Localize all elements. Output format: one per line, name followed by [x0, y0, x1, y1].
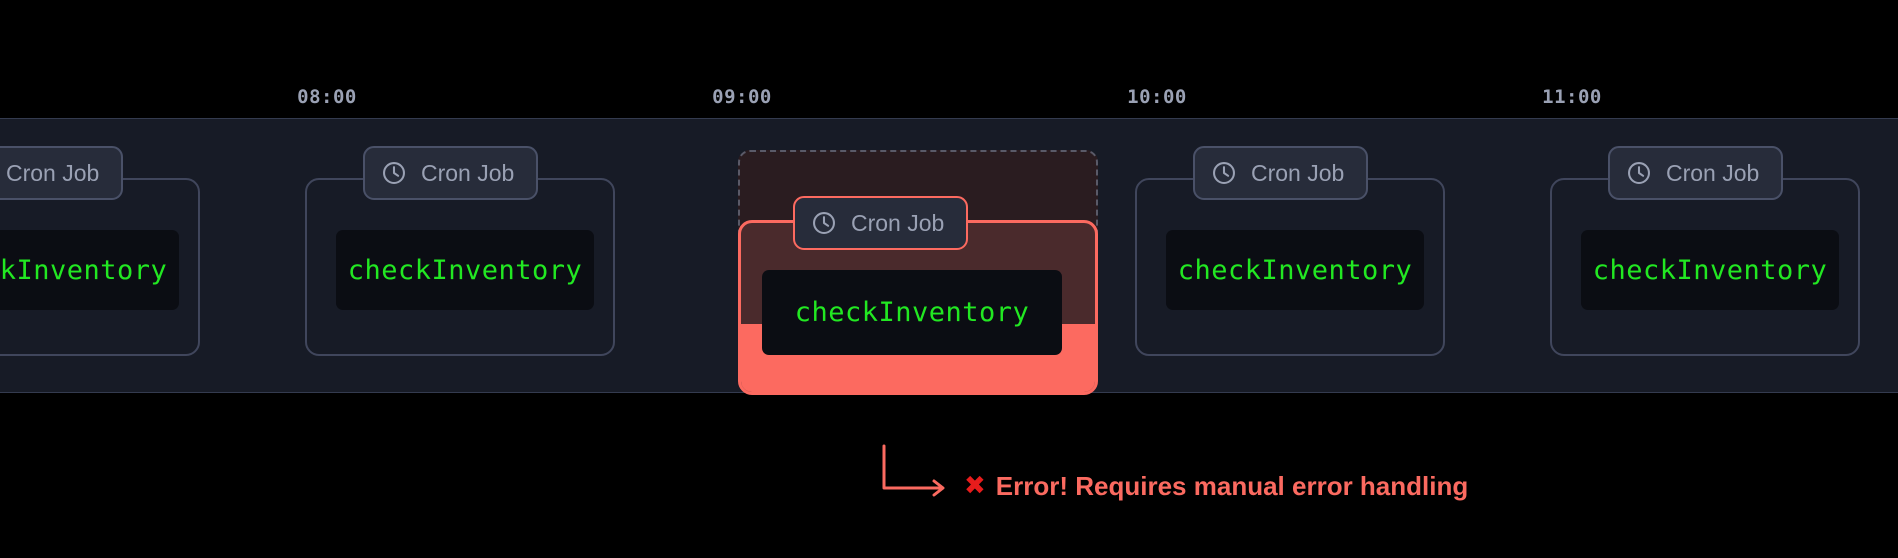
cron-job-badge-label: Cron Job	[1251, 159, 1345, 186]
cron-job-badge-error[interactable]: Cron Job	[793, 196, 969, 250]
cron-job-badge[interactable]: Cron Job	[363, 146, 539, 200]
job-code-card: checkInventory	[1166, 230, 1424, 310]
error-annotation: ✖ Error! Requires manual error handling	[880, 438, 1468, 508]
job-code-label: checkInventory	[1177, 254, 1413, 286]
clock-icon	[1213, 162, 1235, 184]
job-group[interactable]: Cron Job checkInventory	[0, 146, 200, 358]
job-code-label: checkInventory	[1592, 254, 1828, 286]
error-annotation-label: Error! Requires manual error handling	[995, 470, 1469, 501]
job-code-card-error: checkInventory	[762, 270, 1062, 355]
job-code-label: checkInventory	[0, 254, 168, 286]
cron-job-badge-label: Cron Job	[851, 209, 945, 236]
job-group-error[interactable]: Cron Job checkInventory	[738, 150, 1098, 438]
annotation-text-wrap: ✖ Error! Requires manual error handling	[964, 471, 1468, 502]
time-tick-label: 11:00	[1542, 86, 1602, 108]
time-tick-label: 10:00	[1127, 86, 1187, 108]
cron-job-badge-label: Cron Job	[1666, 159, 1760, 186]
cron-job-badge-label: Cron Job	[6, 159, 100, 186]
job-code-card: checkInventory	[336, 230, 594, 310]
job-code-card: checkInventory	[0, 230, 179, 310]
clock-icon	[1628, 162, 1650, 184]
time-tick-label: 08:00	[297, 86, 357, 108]
cron-job-badge[interactable]: Cron Job	[1608, 146, 1784, 200]
job-group[interactable]: Cron Job checkInventory	[305, 146, 615, 358]
cron-job-badge[interactable]: Cron Job	[0, 146, 124, 200]
job-group[interactable]: Cron Job checkInventory	[1135, 146, 1445, 358]
job-code-card: checkInventory	[1581, 230, 1839, 310]
cron-job-badge-label: Cron Job	[421, 159, 515, 186]
error-cross-icon: ✖	[964, 471, 986, 501]
clock-icon	[813, 212, 835, 234]
time-tick-label: 09:00	[712, 86, 772, 108]
job-group[interactable]: Cron Job checkInventory	[1550, 146, 1860, 358]
cron-job-badge[interactable]: Cron Job	[1193, 146, 1369, 200]
time-axis: 08:00 09:00 10:00 11:00	[0, 0, 1898, 118]
elbow-arrow-icon	[882, 444, 945, 497]
job-code-label: checkInventory	[347, 254, 583, 286]
clock-icon	[383, 162, 405, 184]
job-code-label: checkInventory	[794, 297, 1030, 328]
